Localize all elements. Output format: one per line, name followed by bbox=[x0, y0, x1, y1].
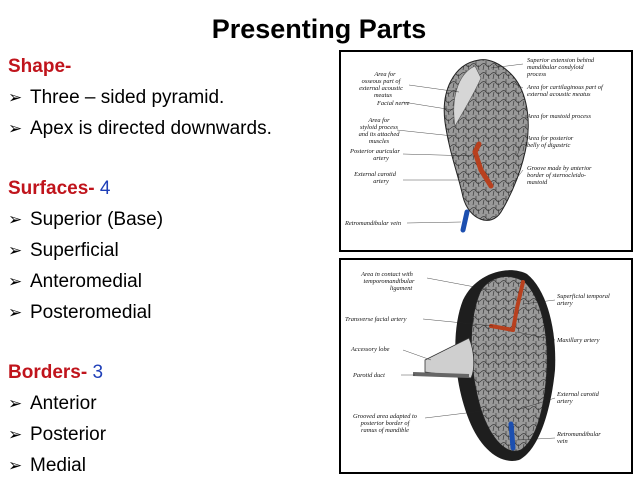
label: Superficial temporal bbox=[557, 293, 610, 300]
label: muscles bbox=[369, 138, 390, 145]
label: Area in contact with bbox=[360, 271, 413, 278]
surface-item-text: Anteromedial bbox=[30, 271, 142, 292]
gland-shape bbox=[443, 59, 529, 221]
label: External carotid bbox=[353, 171, 397, 178]
arrow-bullet-icon: ➢ bbox=[8, 241, 23, 260]
label: Groove made by anterior bbox=[527, 165, 592, 172]
shape-heading: Shape- bbox=[8, 52, 338, 82]
arrow-bullet-icon: ➢ bbox=[8, 425, 23, 444]
borders-count: 3 bbox=[92, 362, 104, 383]
borders-heading-label: Borders- bbox=[8, 362, 88, 383]
page-title: Presenting Parts bbox=[211, 14, 427, 44]
shape-item: ➢ Three – sided pyramid. bbox=[8, 82, 338, 113]
border-item-text: Posterior bbox=[30, 424, 107, 445]
surface-item: ➢ Anteromedial bbox=[8, 266, 338, 297]
surfaces-heading: Surfaces- 4 bbox=[8, 174, 338, 204]
label: meatus bbox=[374, 92, 393, 99]
parotid-illustration-top: Area for osseous part of external acoust… bbox=[344, 57, 604, 233]
label: Posterior auricular bbox=[349, 148, 400, 155]
label: belly of digastric bbox=[527, 142, 570, 149]
arrow-bullet-icon: ➢ bbox=[8, 394, 23, 413]
label: border of sternocleido- bbox=[527, 172, 586, 179]
label: Retromandibular bbox=[556, 431, 601, 438]
surfaces-count: 4 bbox=[99, 178, 111, 199]
label: Retromandibular vein bbox=[344, 220, 401, 227]
parotid-figure-bottom: Area in contact with temporomandibular l… bbox=[339, 258, 633, 474]
arrow-bullet-icon: ➢ bbox=[8, 272, 23, 291]
arrow-bullet-icon: ➢ bbox=[8, 119, 23, 138]
parotid-illustration-bottom: Area in contact with temporomandibular l… bbox=[345, 270, 610, 461]
border-item: ➢ Anterior bbox=[8, 388, 338, 419]
label: vein bbox=[557, 438, 568, 445]
label: mandibular condyloid bbox=[527, 64, 584, 71]
label: styloid process bbox=[360, 124, 398, 131]
shape-item-text: Three – sided pyramid. bbox=[30, 87, 225, 108]
label: ramus of mandible bbox=[361, 427, 409, 434]
artery-shape bbox=[472, 141, 494, 189]
label: posterior border of bbox=[360, 420, 411, 427]
label: Accessory lobe bbox=[350, 346, 390, 353]
border-item: ➢ Medial bbox=[8, 450, 338, 481]
surface-item-text: Superficial bbox=[30, 240, 119, 261]
label: Area for bbox=[367, 117, 390, 124]
label: Area for bbox=[373, 71, 396, 78]
artery-shape bbox=[489, 324, 515, 332]
vein-shape bbox=[460, 209, 470, 233]
label: Area for posterior bbox=[526, 135, 574, 142]
label: external acoustic meatus bbox=[527, 91, 591, 98]
shape-item: ➢ Apex is directed downwards. bbox=[8, 113, 338, 144]
border-item: ➢ Posterior bbox=[8, 419, 338, 450]
surface-item: ➢ Posteromedial bbox=[8, 297, 338, 328]
surface-item-text: Superior (Base) bbox=[30, 209, 164, 230]
label: External carotid bbox=[556, 391, 600, 398]
label: mastoid bbox=[527, 179, 548, 186]
label: and its attached bbox=[359, 131, 401, 138]
label: process bbox=[526, 71, 547, 78]
artery-shape bbox=[511, 280, 525, 332]
shape-heading-label: Shape- bbox=[8, 56, 72, 77]
label: Maxillary artery bbox=[556, 337, 600, 344]
parotid-figure-top: Area for osseous part of external acoust… bbox=[339, 50, 633, 252]
accessory-lobe-shape bbox=[424, 337, 475, 379]
label: Area for mastoid process bbox=[526, 113, 591, 120]
label: artery bbox=[373, 178, 389, 185]
label: Grooved area adapted to bbox=[353, 413, 417, 420]
label: Area for cartilaginous part of bbox=[526, 84, 604, 91]
borders-heading: Borders- 3 bbox=[8, 358, 338, 388]
parotid-duct-shape bbox=[412, 372, 470, 378]
arrow-bullet-icon: ➢ bbox=[8, 303, 23, 322]
gland-facet bbox=[453, 65, 482, 127]
label: external acoustic bbox=[359, 85, 403, 92]
label: Parotid duct bbox=[352, 372, 385, 379]
arrow-bullet-icon: ➢ bbox=[8, 210, 23, 229]
label: artery bbox=[557, 300, 573, 307]
surface-item: ➢ Superior (Base) bbox=[8, 204, 338, 235]
label: osseous part of bbox=[362, 78, 402, 85]
label: temporomandibular bbox=[364, 278, 415, 285]
label: artery bbox=[373, 155, 389, 162]
label: Facial nerve bbox=[376, 100, 410, 107]
border-item-text: Medial bbox=[30, 455, 86, 476]
vein-shape bbox=[508, 421, 516, 451]
label: Superior extension behind bbox=[527, 57, 595, 64]
label: artery bbox=[557, 398, 573, 405]
surfaces-heading-label: Surfaces- bbox=[8, 178, 95, 199]
shape-item-text: Apex is directed downwards. bbox=[30, 118, 272, 139]
surface-item-text: Posteromedial bbox=[30, 302, 152, 323]
arrow-bullet-icon: ➢ bbox=[8, 456, 23, 475]
label: ligament bbox=[390, 285, 413, 292]
border-item-text: Anterior bbox=[30, 393, 97, 414]
surface-item: ➢ Superficial bbox=[8, 235, 338, 266]
arrow-bullet-icon: ➢ bbox=[8, 88, 23, 107]
label: Transverse facial artery bbox=[345, 316, 407, 323]
text-column: Shape- ➢ Three – sided pyramid. ➢ Apex is … bbox=[8, 52, 338, 481]
